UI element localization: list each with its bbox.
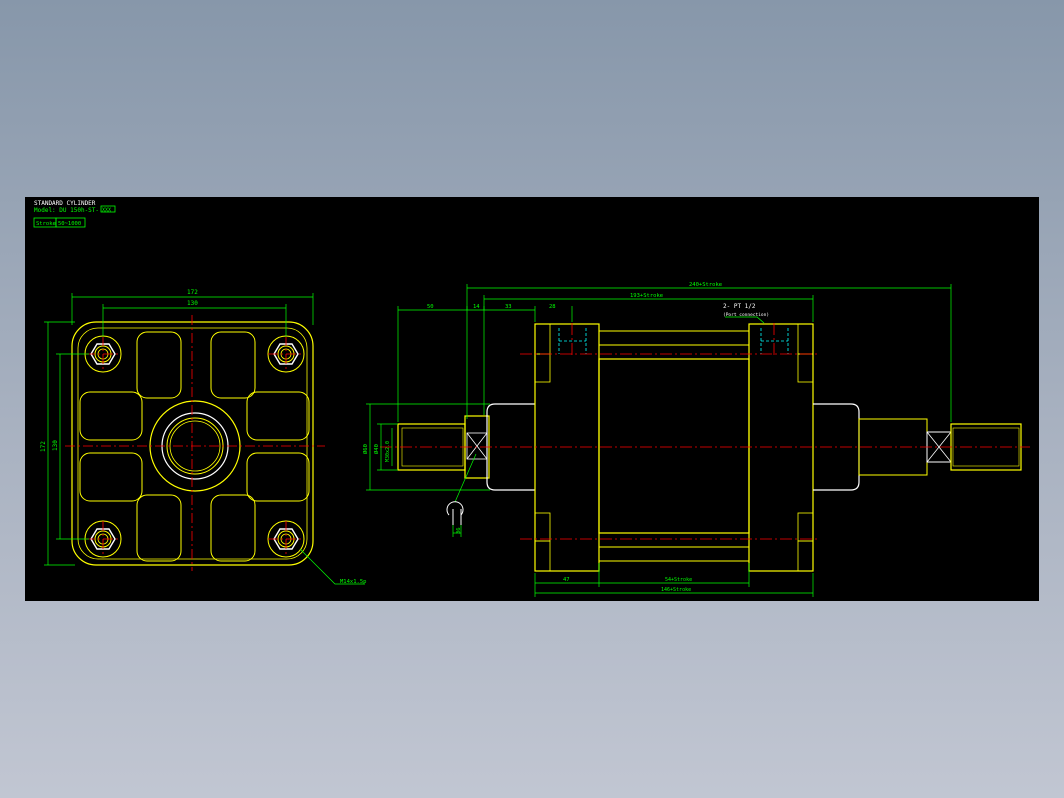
cad-drawing: STANDARD CYLINDER Model: DU 150h-ST- XXX… (33, 200, 1030, 597)
model-box-frame (100, 205, 116, 213)
front-body-outline (71, 321, 314, 566)
port-hidden-lines (558, 328, 789, 354)
side-view: 240+Stroke 193+Stroke 50 14 33 28 2- PT … (362, 282, 1030, 597)
stroke-value-frame (55, 217, 86, 228)
dim-28: 28 (549, 304, 556, 310)
front-centerlines (65, 315, 325, 571)
title-model: Model: DU 150h-ST- (34, 207, 99, 214)
dim-thread: M30x2.0 (385, 441, 391, 462)
cad-viewport[interactable]: STANDARD CYLINDER Model: DU 150h-ST- XXX… (25, 197, 1039, 601)
port-sub: (Port connection) (723, 312, 769, 318)
cylinder-tube (598, 358, 750, 534)
stroke-value: 50~1000 (58, 221, 81, 227)
side-centerlines (380, 323, 1030, 540)
dim-body: 193+Stroke (630, 293, 663, 299)
dim-bolt-width: 130 (187, 300, 198, 307)
dim-wrench: 36 (456, 527, 462, 534)
thread-note: M14x1.5p (340, 579, 367, 585)
front-head (534, 323, 600, 572)
dim-tube: 54+Stroke (665, 577, 692, 583)
dim-total-bottom: 146+Stroke (661, 587, 691, 593)
dim-outer-width: 172 (187, 289, 198, 296)
dim-overall: 240+Stroke (689, 282, 722, 288)
port-note: 2- PT 1/2 (723, 303, 756, 310)
dim-phi60: Ø60 (362, 444, 369, 454)
wrench-icon (446, 501, 464, 525)
stroke-label: Stroke (36, 221, 56, 227)
front-pockets (79, 331, 310, 562)
model-box-text: XXX (102, 208, 111, 214)
tie-rod-top (598, 330, 750, 346)
dim-14: 14 (473, 304, 480, 310)
dim-rod-ext: 50 (427, 304, 434, 310)
title-line1: STANDARD CYLINDER (34, 200, 96, 207)
dim-outer-height: 172 (40, 441, 47, 452)
dim-phi40: Ø40 (373, 444, 380, 454)
tie-rod-bottom (598, 546, 750, 562)
dim-flange: 47 (563, 577, 570, 583)
dim-bolt-height: 130 (52, 440, 59, 451)
front-body-inner (77, 327, 308, 560)
title-block: STANDARD CYLINDER Model: DU 150h-ST- XXX… (33, 200, 116, 228)
front-dimensions (44, 293, 365, 585)
front-view: 172 130 172 130 M14x1.5p (40, 289, 367, 585)
dim-33: 33 (505, 304, 512, 310)
rear-head (748, 323, 814, 572)
